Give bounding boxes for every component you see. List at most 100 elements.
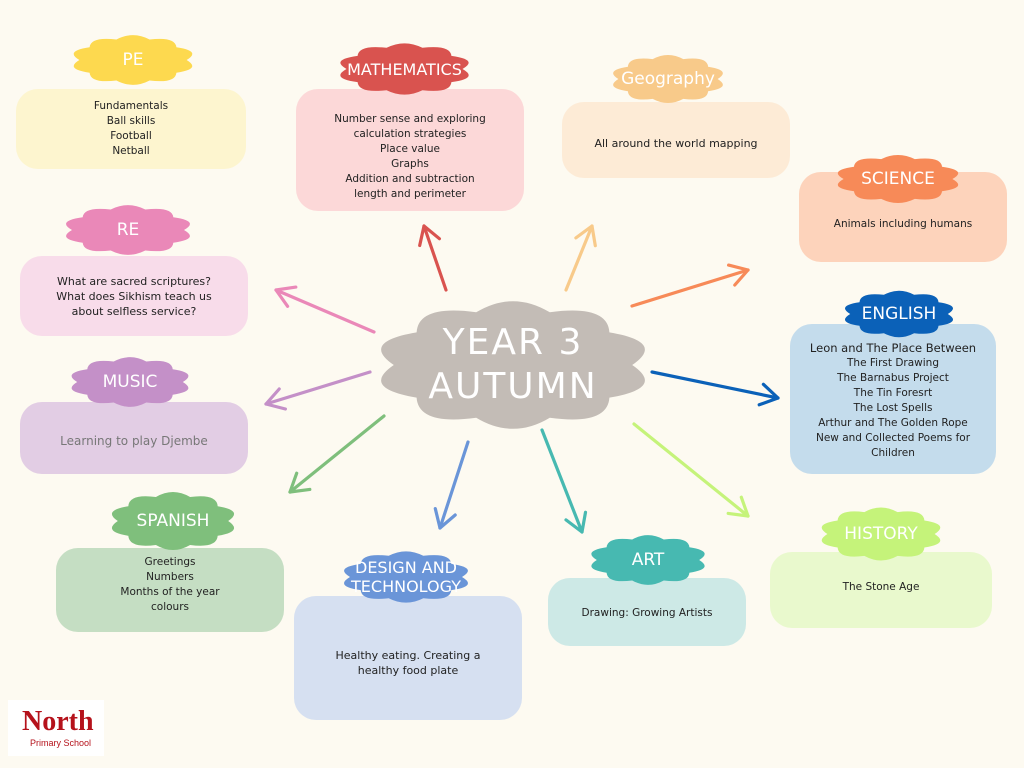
english-item: New and Collected Poems for <box>815 432 971 444</box>
pe-item: Fundamentals <box>93 100 169 112</box>
english-item: Arthur and The Golden Rope <box>818 417 968 429</box>
re-title: RE <box>116 219 140 240</box>
science-title: SCIENCE <box>861 168 935 189</box>
art-cloud: ART <box>584 530 712 590</box>
maths-item: length and perimeter <box>354 188 466 200</box>
geography-item: All around the world mapping <box>594 136 758 150</box>
history-title: HISTORY <box>844 523 918 544</box>
pe-item: Football <box>110 130 152 142</box>
spanish-item: Numbers <box>146 571 194 583</box>
maths-item: Addition and subtraction <box>345 173 475 185</box>
cloud-shape <box>71 357 189 407</box>
center-cloud: YEAR 3 AUTUMN <box>364 288 662 442</box>
spanish-item: colours <box>151 601 189 613</box>
english-item: The Tin Foresrt <box>853 387 933 399</box>
history-cloud: HISTORY <box>814 502 948 566</box>
english-item: The First Drawing <box>847 357 939 369</box>
maths-arrow <box>422 224 448 292</box>
history-box: The Stone Age <box>770 552 992 628</box>
music-arrowhead <box>264 387 287 411</box>
pe-item: Ball skills <box>106 115 156 127</box>
dt-title: DESIGN AND TECHNOLOGY <box>351 558 461 596</box>
spanish-item: Greetings <box>144 556 196 568</box>
english-title: ENGLISH <box>861 303 937 324</box>
cloud-shape <box>66 205 190 255</box>
music-arrow <box>264 370 372 406</box>
re-cloud: RE <box>58 200 198 260</box>
logo-text: North <box>22 706 94 737</box>
geography-box: All around the world mapping <box>562 102 790 178</box>
spanish-arrowhead <box>288 471 312 494</box>
science-item: Animals including humans <box>833 217 973 230</box>
science-arrowhead <box>726 263 750 287</box>
maths-arrowhead <box>418 224 441 248</box>
re-arrow <box>274 288 376 334</box>
history-arrowhead <box>726 495 750 518</box>
dt-cloud: DESIGN AND TECHNOLOGY <box>336 546 476 608</box>
english-cloud: ENGLISH <box>838 286 960 342</box>
cloud-shape <box>111 492 235 550</box>
spanish-item: Months of the year <box>120 586 220 598</box>
art-arrowhead <box>564 510 588 534</box>
art-arrow <box>540 428 584 534</box>
cloud-shape <box>344 551 468 603</box>
geography-cloud: Geography <box>606 50 730 108</box>
center-title: YEAR 3 AUTUMN <box>428 322 598 407</box>
geography-arrow <box>564 224 594 292</box>
english-item: Leon and The Place Between <box>809 341 977 355</box>
maths-cloud: MATHEMATICS <box>332 38 477 100</box>
cloud-shape <box>73 35 193 85</box>
dt-arrowhead <box>433 507 457 530</box>
dt-box: Healthy eating. Creating a healthy food p… <box>294 596 522 720</box>
english-item: Children <box>871 447 915 459</box>
science-arrow <box>630 268 750 308</box>
pe-cloud: PE <box>66 30 200 90</box>
geography-title: Geography <box>621 68 715 89</box>
english-arrow <box>650 370 780 400</box>
school-logo: North Primary School <box>8 700 104 756</box>
logo-subtext: Primary School <box>30 738 92 748</box>
dt-item: healthy food plate <box>357 664 459 677</box>
re-item: What does Sikhism teach us <box>56 289 212 303</box>
history-arrow <box>632 422 750 518</box>
cloud-shape <box>340 43 469 95</box>
spanish-title: SPANISH <box>136 510 210 531</box>
cloud-shape <box>837 154 959 204</box>
art-item: Drawing: Growing Artists <box>581 606 713 619</box>
english-item: The Barnabus Project <box>837 372 949 384</box>
cloud-shape <box>844 290 954 338</box>
re-arrowhead <box>274 285 298 308</box>
spanish-arrow <box>288 414 386 494</box>
cloud-shape <box>821 507 941 561</box>
science-cloud: SCIENCE <box>830 150 966 208</box>
music-item: Learning to play Djembe <box>60 433 208 448</box>
re-box: What are sacred scriptures?What does Sik… <box>20 256 248 336</box>
cloud-shape <box>591 535 705 585</box>
art-title: ART <box>631 549 665 570</box>
art-box: Drawing: Growing Artists <box>548 578 746 646</box>
maths-item: Number sense and exploring <box>334 113 486 125</box>
maths-item: calculation strategies <box>353 128 467 140</box>
maths-item: Graphs <box>391 158 429 170</box>
english-arrowhead <box>757 382 780 407</box>
maths-item: Place value <box>380 143 440 155</box>
dt-arrow <box>438 440 470 530</box>
re-item: What are sacred scriptures? <box>57 274 211 288</box>
cloud-shape <box>381 301 645 429</box>
cloud-shape <box>613 54 723 104</box>
pe-title: PE <box>122 49 144 70</box>
english-item: The Lost Spells <box>853 402 933 414</box>
maths-title: MATHEMATICS <box>347 59 462 79</box>
spanish-cloud: SPANISH <box>104 486 242 556</box>
re-item: about selfless service? <box>71 304 197 318</box>
geography-arrowhead <box>574 224 597 248</box>
dt-item: Healthy eating. Creating a <box>335 649 481 662</box>
music-box: Learning to play Djembe <box>20 402 248 474</box>
maths-box: Number sense and exploring calculation st… <box>296 89 524 211</box>
music-cloud: MUSIC <box>64 352 196 412</box>
pe-item: Netball <box>112 145 150 157</box>
